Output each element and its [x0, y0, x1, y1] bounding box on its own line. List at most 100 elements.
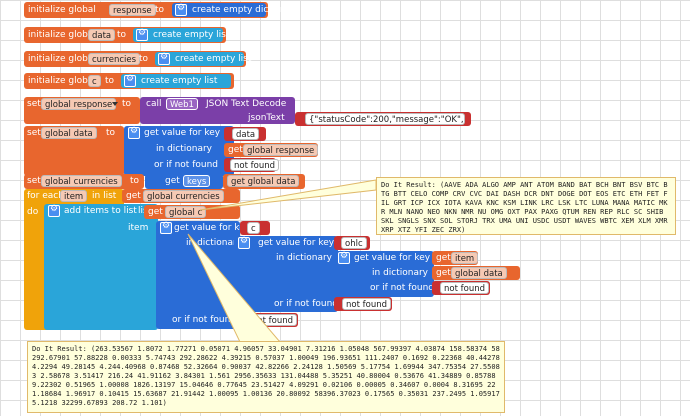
mutator-gear-icon[interactable] [158, 52, 170, 65]
get-value-for-key-ohlc-block[interactable]: get value for key in dictionary or if no… [234, 236, 338, 312]
create-list-label: create empty list [141, 76, 218, 86]
var-dropdown[interactable]: global response [41, 98, 117, 110]
var-dropdown[interactable]: global currencies [41, 175, 122, 187]
init-global-currencies-block[interactable]: initialize global currencies to create e… [24, 51, 251, 67]
create-list-label: create empty list [153, 30, 230, 40]
method-label: JSON Text Decode [206, 99, 287, 109]
getkey-label: get value for key [144, 128, 221, 138]
get-global-data-block[interactable]: get global data [223, 174, 305, 189]
item-label: item [128, 223, 149, 233]
create-dict-label: create empty dictionary [192, 5, 301, 15]
getkey-label: get value for key [258, 238, 335, 248]
add-items-label: add items to list [64, 206, 137, 216]
var-name-field[interactable]: currencies [88, 53, 141, 65]
keys-dropdown[interactable]: keys [183, 175, 211, 187]
var-name-field[interactable]: c [88, 75, 101, 87]
bubble-tail-top [199, 179, 377, 211]
create-empty-list-block[interactable]: create empty list [133, 28, 229, 42]
getkey-label: get value for key [174, 223, 251, 233]
mutator-gear-icon[interactable] [124, 74, 136, 87]
json-text-value[interactable]: {"statusCode":200,"message":"OK","data":… [305, 113, 465, 125]
mutator-gear-icon[interactable] [160, 221, 172, 234]
var-dropdown[interactable]: global c [165, 206, 207, 218]
get-label: get [126, 191, 141, 201]
get-value-for-key-block[interactable]: get value for key in dictionary or if no… [124, 126, 234, 176]
notfound-label: or if not found [370, 283, 434, 293]
add-items-to-list-block[interactable]: add items to list list item [44, 204, 158, 330]
mutator-gear-icon[interactable] [136, 28, 148, 41]
to-label: to [130, 176, 140, 186]
notfound-label: or if not found [274, 299, 338, 309]
in-dict-label: in dictionary [372, 268, 429, 278]
set-global-data-block[interactable]: set global data to [24, 126, 124, 176]
do-it-result-bubble-top[interactable]: Do It Result: (AAVE ADA ALGO AMP ANT ATO… [376, 177, 676, 235]
to-label: to [122, 99, 132, 109]
var-dropdown[interactable]: item [451, 252, 479, 264]
init-global-c-block[interactable]: initialize global c to create empty list [24, 73, 234, 89]
key-value[interactable]: data [232, 128, 260, 140]
getkey-label: get value for key [354, 253, 431, 263]
create-empty-list-block[interactable]: create empty list [121, 74, 231, 88]
mutator-gear-icon[interactable] [238, 236, 250, 249]
dropdown-arrow-icon [112, 102, 118, 106]
do-label: do [27, 207, 39, 217]
var-dropdown[interactable]: global data [41, 127, 97, 139]
component-dropdown[interactable]: Web1 [166, 98, 198, 110]
call-label: call [146, 99, 162, 109]
key-c-string[interactable]: c [240, 221, 270, 235]
notfound-label: or if not found [172, 315, 236, 325]
get-label: get [436, 253, 451, 263]
notfound-value[interactable]: not found [230, 159, 279, 171]
var-dropdown[interactable]: global data [451, 267, 507, 279]
call-web1-json-text-decode-block[interactable]: call Web1 JSON Text Decode jsonText [140, 97, 295, 124]
set-global-response-block[interactable]: set global response to [24, 97, 140, 124]
get-item-block[interactable]: get item [432, 251, 479, 265]
mutator-gear-icon[interactable] [338, 251, 350, 264]
mutator-gear-icon[interactable] [175, 3, 187, 16]
key-c-value[interactable]: c [247, 222, 260, 234]
get-label: get [165, 176, 180, 186]
for-each-label: for each [27, 191, 64, 201]
init-label: initialize global [28, 54, 96, 64]
nf2-value[interactable]: not found [342, 298, 391, 310]
create-empty-list-block[interactable]: create empty list [155, 52, 251, 66]
var-dropdown[interactable]: global currencies [143, 190, 224, 202]
get-label: get [148, 207, 163, 217]
key-ohlc-string[interactable]: ohlc [334, 236, 370, 250]
nf3-string[interactable]: not found [432, 281, 490, 295]
init-label: initialize global [28, 5, 96, 15]
get-value-for-key-item-block[interactable]: get value for key in dictionary or if no… [334, 251, 434, 297]
var-dropdown[interactable]: global response [243, 144, 319, 156]
mutator-gear-icon[interactable] [48, 204, 60, 217]
create-empty-dictionary-block[interactable]: create empty dictionary [172, 3, 300, 17]
set-label: set [27, 99, 41, 109]
var-name-field[interactable]: response [109, 4, 156, 16]
init-global-data-block[interactable]: initialize global data to create empty l… [24, 27, 229, 43]
get-global-data-inner-block[interactable]: get global data [432, 266, 520, 280]
mutator-gear-icon[interactable] [128, 126, 140, 139]
to-label: to [139, 54, 149, 64]
nf3-value[interactable]: not found [440, 282, 489, 294]
key-ohlc-value[interactable]: ohlc [341, 237, 367, 249]
notfound-string[interactable]: not found [224, 158, 279, 172]
overflow-label[interactable]: get global data [227, 175, 300, 187]
get-global-currencies-block[interactable]: get global currencies [122, 189, 240, 203]
item-var-field[interactable]: item [60, 190, 88, 202]
json-text-string-block[interactable]: {"statusCode":200,"message":"OK","data":… [295, 112, 471, 126]
to-label: to [106, 128, 116, 138]
var-name-field[interactable]: data [88, 29, 116, 41]
get-global-response-block[interactable]: get global response [224, 143, 319, 157]
do-it-result-bubble-bottom[interactable]: Do It Result: (263.53567 1.8072 1.77271 … [27, 341, 505, 413]
get-label: get [228, 145, 243, 155]
init-label: initialize global [28, 30, 96, 40]
in-list-label: in list [92, 191, 117, 201]
get-keys-block[interactable]: get keys [145, 174, 223, 189]
key-data-string[interactable]: data [224, 127, 266, 141]
notfound-label: or if not found [154, 160, 218, 170]
nf2-string[interactable]: not found [334, 297, 392, 311]
in-dict-label: in dictionary [186, 238, 243, 248]
init-global-response-block[interactable]: initialize global response to create emp… [24, 2, 300, 18]
create-list-label: create empty list [175, 54, 252, 64]
to-label: to [117, 30, 127, 40]
set-global-currencies-block[interactable]: set global currencies to [24, 174, 144, 189]
